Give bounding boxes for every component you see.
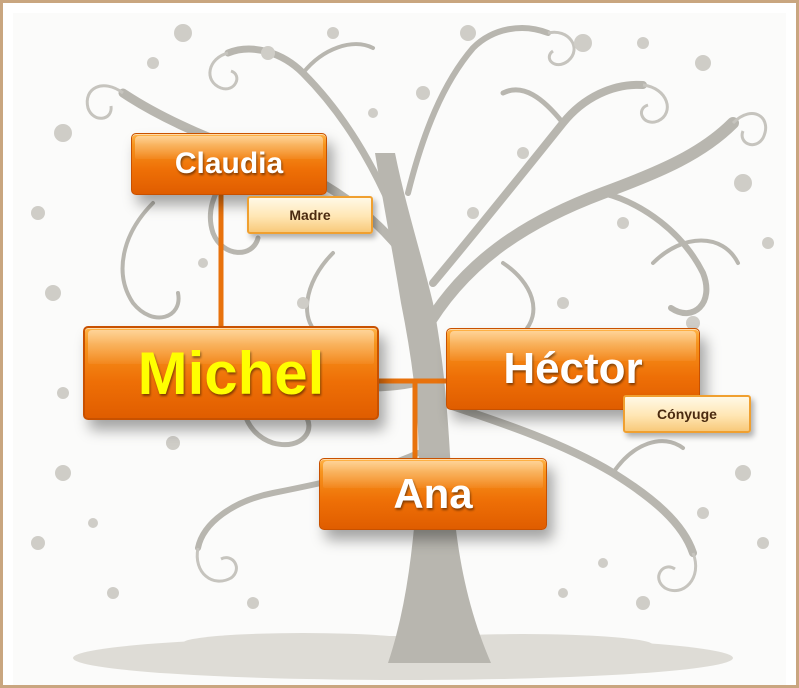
relation-label-madre: Madre — [289, 207, 331, 223]
person-name-hector: Héctor — [503, 344, 643, 393]
tree-trunk — [375, 153, 491, 663]
person-node-michel[interactable]: Michel — [83, 326, 379, 420]
tree-illustration — [31, 24, 774, 680]
person-node-claudia[interactable]: Claudia — [131, 133, 327, 195]
relation-label-conyuge: Cónyuge — [657, 406, 717, 422]
relation-tag-conyuge: Cónyuge — [623, 395, 751, 433]
person-name-ana: Ana — [393, 470, 473, 517]
tree-leaves — [31, 24, 774, 610]
person-name-michel: Michel — [137, 339, 325, 407]
tree-connectors — [218, 195, 448, 461]
person-node-ana[interactable]: Ana — [319, 458, 547, 530]
relation-tag-madre: Madre — [247, 196, 373, 234]
tree-swirls — [85, 30, 768, 592]
person-name-claudia: Claudia — [174, 147, 284, 180]
